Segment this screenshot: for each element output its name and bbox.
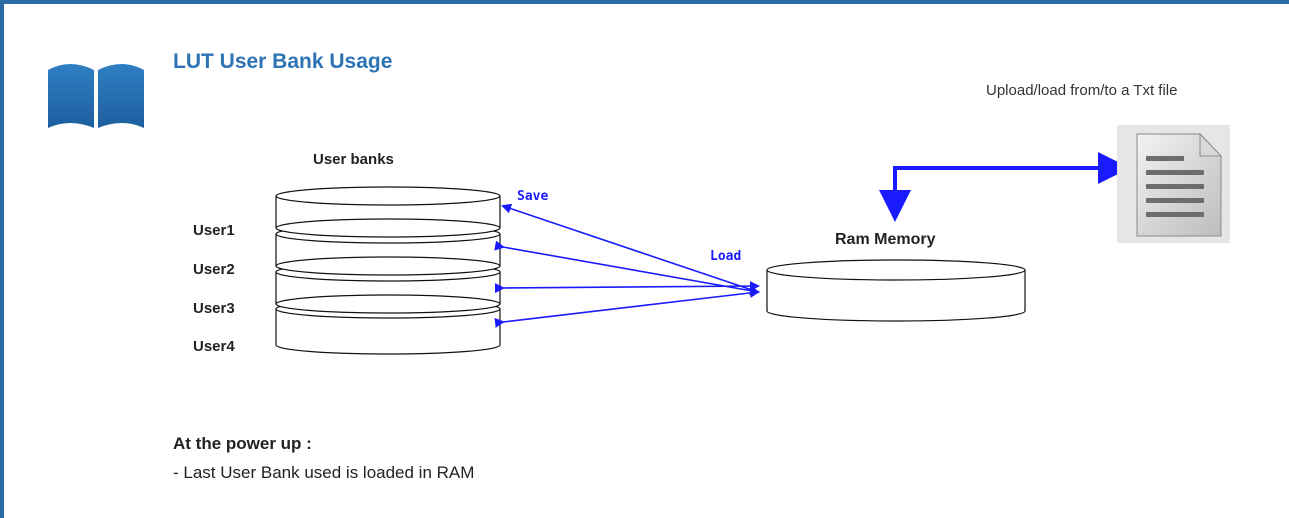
power-up-heading: At the power up : bbox=[173, 434, 312, 453]
save-label: Save bbox=[517, 189, 549, 204]
ram-memory-cylinder bbox=[766, 259, 1026, 322]
bank-arrows bbox=[494, 203, 760, 328]
user2-label: User2 bbox=[193, 261, 235, 278]
text-file-icon bbox=[1117, 125, 1230, 243]
user-banks-label: User banks bbox=[313, 151, 394, 168]
open-book-icon bbox=[48, 64, 144, 128]
file-transfer-arrow bbox=[879, 152, 1130, 222]
upload-note: Upload/load from/to a Txt file bbox=[986, 82, 1178, 99]
user-banks-stack bbox=[275, 186, 501, 355]
user3-label: User3 bbox=[193, 300, 235, 317]
user4-label: User4 bbox=[193, 338, 235, 355]
ram-memory-label: Ram Memory bbox=[835, 231, 936, 248]
load-arrow-user3 bbox=[494, 281, 760, 294]
load-label: Load bbox=[710, 249, 742, 264]
load-arrow-user4 bbox=[494, 287, 760, 328]
bank-disk-user1-top bbox=[275, 186, 501, 206]
power-up-note: - Last User Bank used is loaded in RAM bbox=[173, 463, 475, 482]
slide-title: LUT User Bank Usage bbox=[173, 50, 393, 73]
user1-label: User1 bbox=[193, 222, 235, 239]
bank-disk-user4 bbox=[275, 309, 501, 355]
